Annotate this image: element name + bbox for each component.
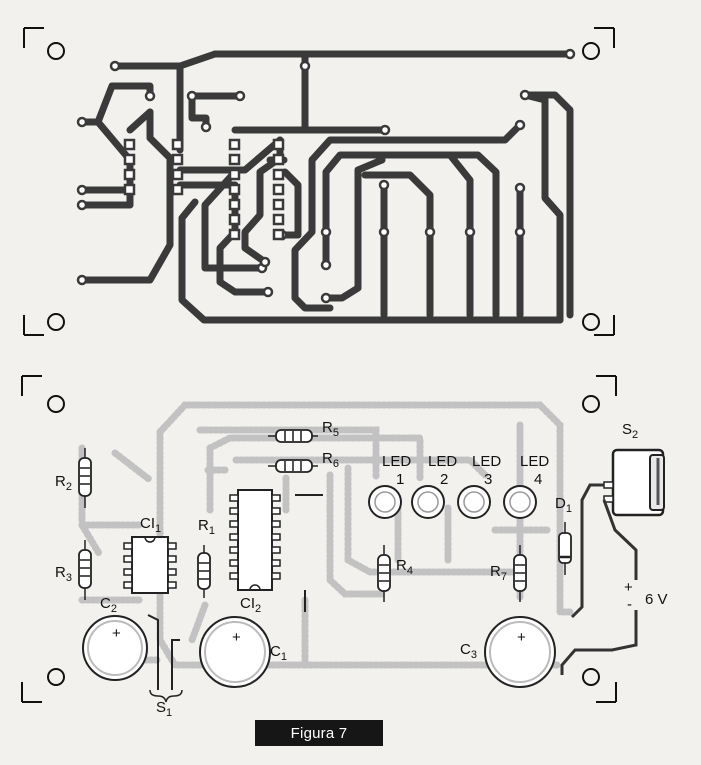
label-ci1: CI1 xyxy=(140,515,161,535)
label-r3: R3 xyxy=(55,564,72,584)
resistor-r2 xyxy=(78,448,92,508)
ic-ci2 xyxy=(229,489,281,591)
label-voltage: 6 V xyxy=(645,591,668,608)
c3-plus-mark: + xyxy=(517,629,526,646)
capacitor-c3 xyxy=(484,616,556,688)
label-ci2: CI2 xyxy=(240,595,261,615)
label-s1: S1 xyxy=(156,699,172,719)
top-panel-corner-marks xyxy=(23,27,615,336)
label-r5: R5 xyxy=(322,419,339,439)
label-r2: R2 xyxy=(55,473,72,493)
label-led3-word: LED xyxy=(472,453,501,470)
resistor-r1 xyxy=(197,545,211,598)
label-led3-num: 3 xyxy=(484,471,492,488)
battery-minus: - xyxy=(627,596,632,613)
label-led4-word: LED xyxy=(520,453,549,470)
led-4 xyxy=(503,485,537,519)
led-2 xyxy=(411,485,445,519)
resistor-r6 xyxy=(268,459,318,473)
label-led2-num: 2 xyxy=(440,471,448,488)
capacitor-c2 xyxy=(82,615,148,681)
copper-tracks xyxy=(78,50,574,324)
led-1 xyxy=(368,485,402,519)
label-r6: R6 xyxy=(322,450,339,470)
label-r4: R4 xyxy=(396,557,413,577)
labels: R2 R3 R1 R5 R6 R4 R7 CI1 CI2 C2 C1 C3 + … xyxy=(55,419,668,719)
copper-pads xyxy=(76,48,576,304)
label-c2: C2 xyxy=(100,595,117,615)
label-c1: C1 xyxy=(270,643,287,663)
label-led4-num: 4 xyxy=(534,471,542,488)
s1-brace xyxy=(149,689,183,703)
label-led1-word: LED xyxy=(382,453,411,470)
label-c3: C3 xyxy=(460,641,477,661)
copper-layout xyxy=(23,27,615,336)
mounting-holes-bottom xyxy=(47,395,600,686)
c2-plus-mark: + xyxy=(112,625,121,642)
resistor-r3 xyxy=(78,540,92,600)
mounting-holes-top xyxy=(47,42,600,331)
label-r1: R1 xyxy=(198,517,215,537)
component-layout xyxy=(21,375,665,703)
ic-ci1 xyxy=(123,536,177,594)
label-d1: D1 xyxy=(555,495,572,515)
resistor-r5 xyxy=(268,429,318,443)
capacitor-c1 xyxy=(199,616,271,688)
battery-plus: + xyxy=(624,579,633,596)
label-r7: R7 xyxy=(490,563,507,583)
resistor-r4 xyxy=(377,545,391,602)
jumper-wires xyxy=(147,494,323,690)
diode-d1 xyxy=(558,522,572,575)
label-led1-num: 1 xyxy=(396,471,404,488)
figure-caption: Figura 7 xyxy=(255,720,383,746)
switch-s2 xyxy=(603,448,665,517)
label-led2-word: LED xyxy=(428,453,457,470)
c1-plus-mark: + xyxy=(232,629,241,646)
resistor-r7 xyxy=(513,545,527,602)
ic-pads-top xyxy=(123,138,285,241)
battery-wires xyxy=(560,483,638,675)
led-3 xyxy=(457,485,491,519)
label-s2: S2 xyxy=(622,421,638,441)
bottom-panel-corner-marks xyxy=(21,375,617,703)
